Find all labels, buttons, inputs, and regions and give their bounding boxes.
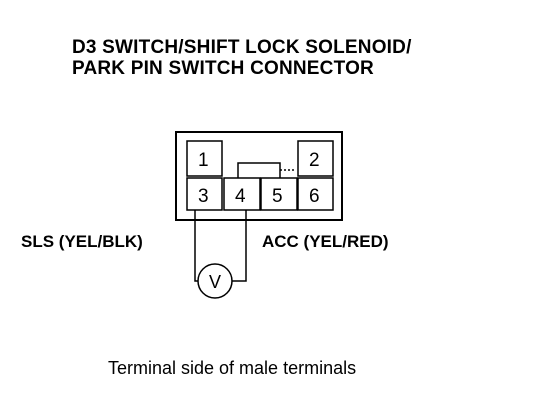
diagram-caption: Terminal side of male terminals (108, 358, 356, 378)
pin-number-3: 3 (198, 186, 209, 207)
pin-number-2: 2 (309, 150, 320, 171)
probe-wire-terminal-4 (232, 210, 247, 282)
pin-cell-2 (297, 140, 334, 177)
upper-pin-cells (186, 140, 334, 177)
diagram-title-line-1: D3 SWITCH/SHIFT LOCK SOLENOID/ (72, 37, 412, 58)
voltmeter-circle (197, 263, 233, 299)
voltmeter: V (197, 263, 233, 299)
pin-cell-6 (297, 177, 334, 211)
probe-wire-terminal-3 (194, 210, 198, 282)
pin-number-6: 6 (309, 186, 320, 207)
pin-number-4: 4 (235, 186, 246, 207)
voltmeter-symbol: V (209, 272, 221, 292)
sls-wire-label: SLS (YEL/BLK) (21, 232, 143, 251)
acc-wire-label: ACC (YEL/RED) (262, 232, 389, 251)
probe-wires (194, 210, 247, 282)
connector-housing (175, 131, 343, 221)
pin-cell-3 (186, 177, 223, 211)
pin-cell-1 (186, 140, 223, 177)
pin-cell-5 (260, 177, 298, 211)
lower-pin-cells (186, 177, 334, 211)
pin-cell-4 (223, 177, 261, 211)
connector-lock-tab (237, 162, 296, 178)
diagram-title-line-2: PARK PIN SWITCH CONNECTOR (72, 58, 374, 79)
pin-number-5: 5 (272, 186, 283, 207)
pin-number-1: 1 (198, 150, 209, 171)
